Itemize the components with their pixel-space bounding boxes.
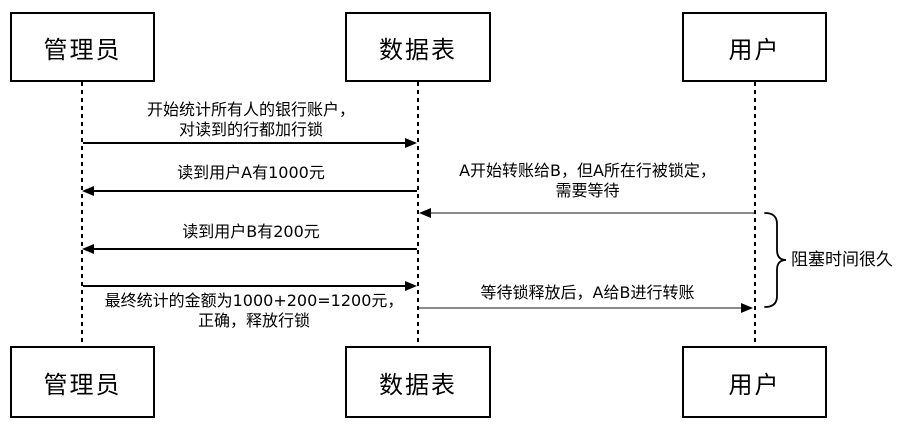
actor-label-admin-bottom: 管理员 [43,370,122,399]
message-3-label: A开始转账给B，但A所在行被锁定， 需要等待 [420,161,755,201]
message-5-label: 最终统计的金额为1000+200=1200元， 正确，释放行锁 [84,291,424,331]
message-6-label-line-1: 等待锁释放后，A给B进行转账 [480,283,695,302]
message-2-shaft [94,190,417,192]
actor-box-admin-bottom: 管理员 [10,346,155,418]
message-5-shaft [83,285,405,287]
message-4-label: 读到用户B有200元 [84,222,418,242]
brace-label: 阻塞时间很久 [791,250,893,270]
lifeline-admin [81,82,83,346]
actor-label-table-top: 数据表 [379,35,457,64]
message-6-shaft [419,307,741,309]
message-1-label: 开始统计所有人的银行账户， 对读到的行都加行锁 [84,100,418,140]
message-2-label: 读到用户A有1000元 [84,163,418,183]
message-4-label-line-1: 读到用户B有200元 [182,222,320,241]
actor-label-admin-top: 管理员 [43,35,122,64]
message-2-arrowhead [82,186,94,196]
actor-label-table-bottom: 数据表 [379,370,457,399]
lifeline-user [754,82,756,346]
message-1-label-line-1: 开始统计所有人的银行账户， [146,100,355,119]
actor-box-table-bottom: 数据表 [345,346,491,418]
message-5-label-line-2: 正确，释放行锁 [197,311,310,330]
actor-label-user-top: 用户 [728,35,781,64]
message-1-shaft [83,142,406,144]
actor-box-admin-top: 管理员 [10,12,155,82]
message-4-shaft [94,248,417,250]
message-2-label-line-1: 读到用户A有1000元 [177,163,325,182]
lifeline-table [417,82,419,346]
message-1-label-line-2: 对读到的行都加行锁 [178,120,323,139]
message-5-arrowhead [405,281,417,291]
message-3-label-line-2: 需要等待 [555,181,620,200]
message-3-label-line-1: A开始转账给B，但A所在行被锁定， [459,161,716,180]
message-6-label: 等待锁释放后，A给B进行转账 [420,283,755,303]
message-6-arrowhead [741,303,753,313]
message-1-arrowhead [405,138,417,148]
actor-label-user-bottom: 用户 [728,370,781,399]
actor-box-user-bottom: 用户 [682,346,827,418]
message-3-arrowhead [419,208,431,218]
blocking-time-brace-icon [764,212,787,308]
message-4-arrowhead [82,244,94,254]
message-5-label-line-1: 最终统计的金额为1000+200=1200元， [104,291,404,310]
actor-box-table-top: 数据表 [345,12,491,82]
actor-box-user-top: 用户 [682,12,827,82]
message-3-shaft [431,212,754,214]
